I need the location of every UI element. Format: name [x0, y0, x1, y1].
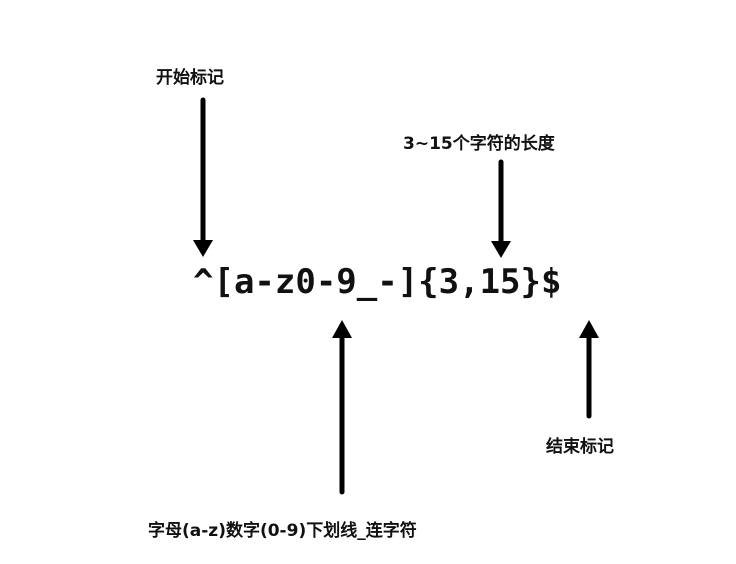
regex-expression: ^[a-z0-9_-]{3,15}$ — [193, 262, 562, 302]
start-marker-label: 开始标记 — [156, 68, 224, 88]
length-label: 3~15个字符的长度 — [403, 134, 555, 154]
end-marker-label: 结束标记 — [546, 437, 614, 457]
length-arrow-icon — [491, 159, 511, 258]
end-arrow-icon — [579, 320, 599, 419]
charset-arrow-icon — [332, 320, 352, 495]
charset-label: 字母(a-z)数字(0-9)下划线_连字符 — [148, 521, 417, 541]
start-arrow-icon — [193, 97, 213, 257]
